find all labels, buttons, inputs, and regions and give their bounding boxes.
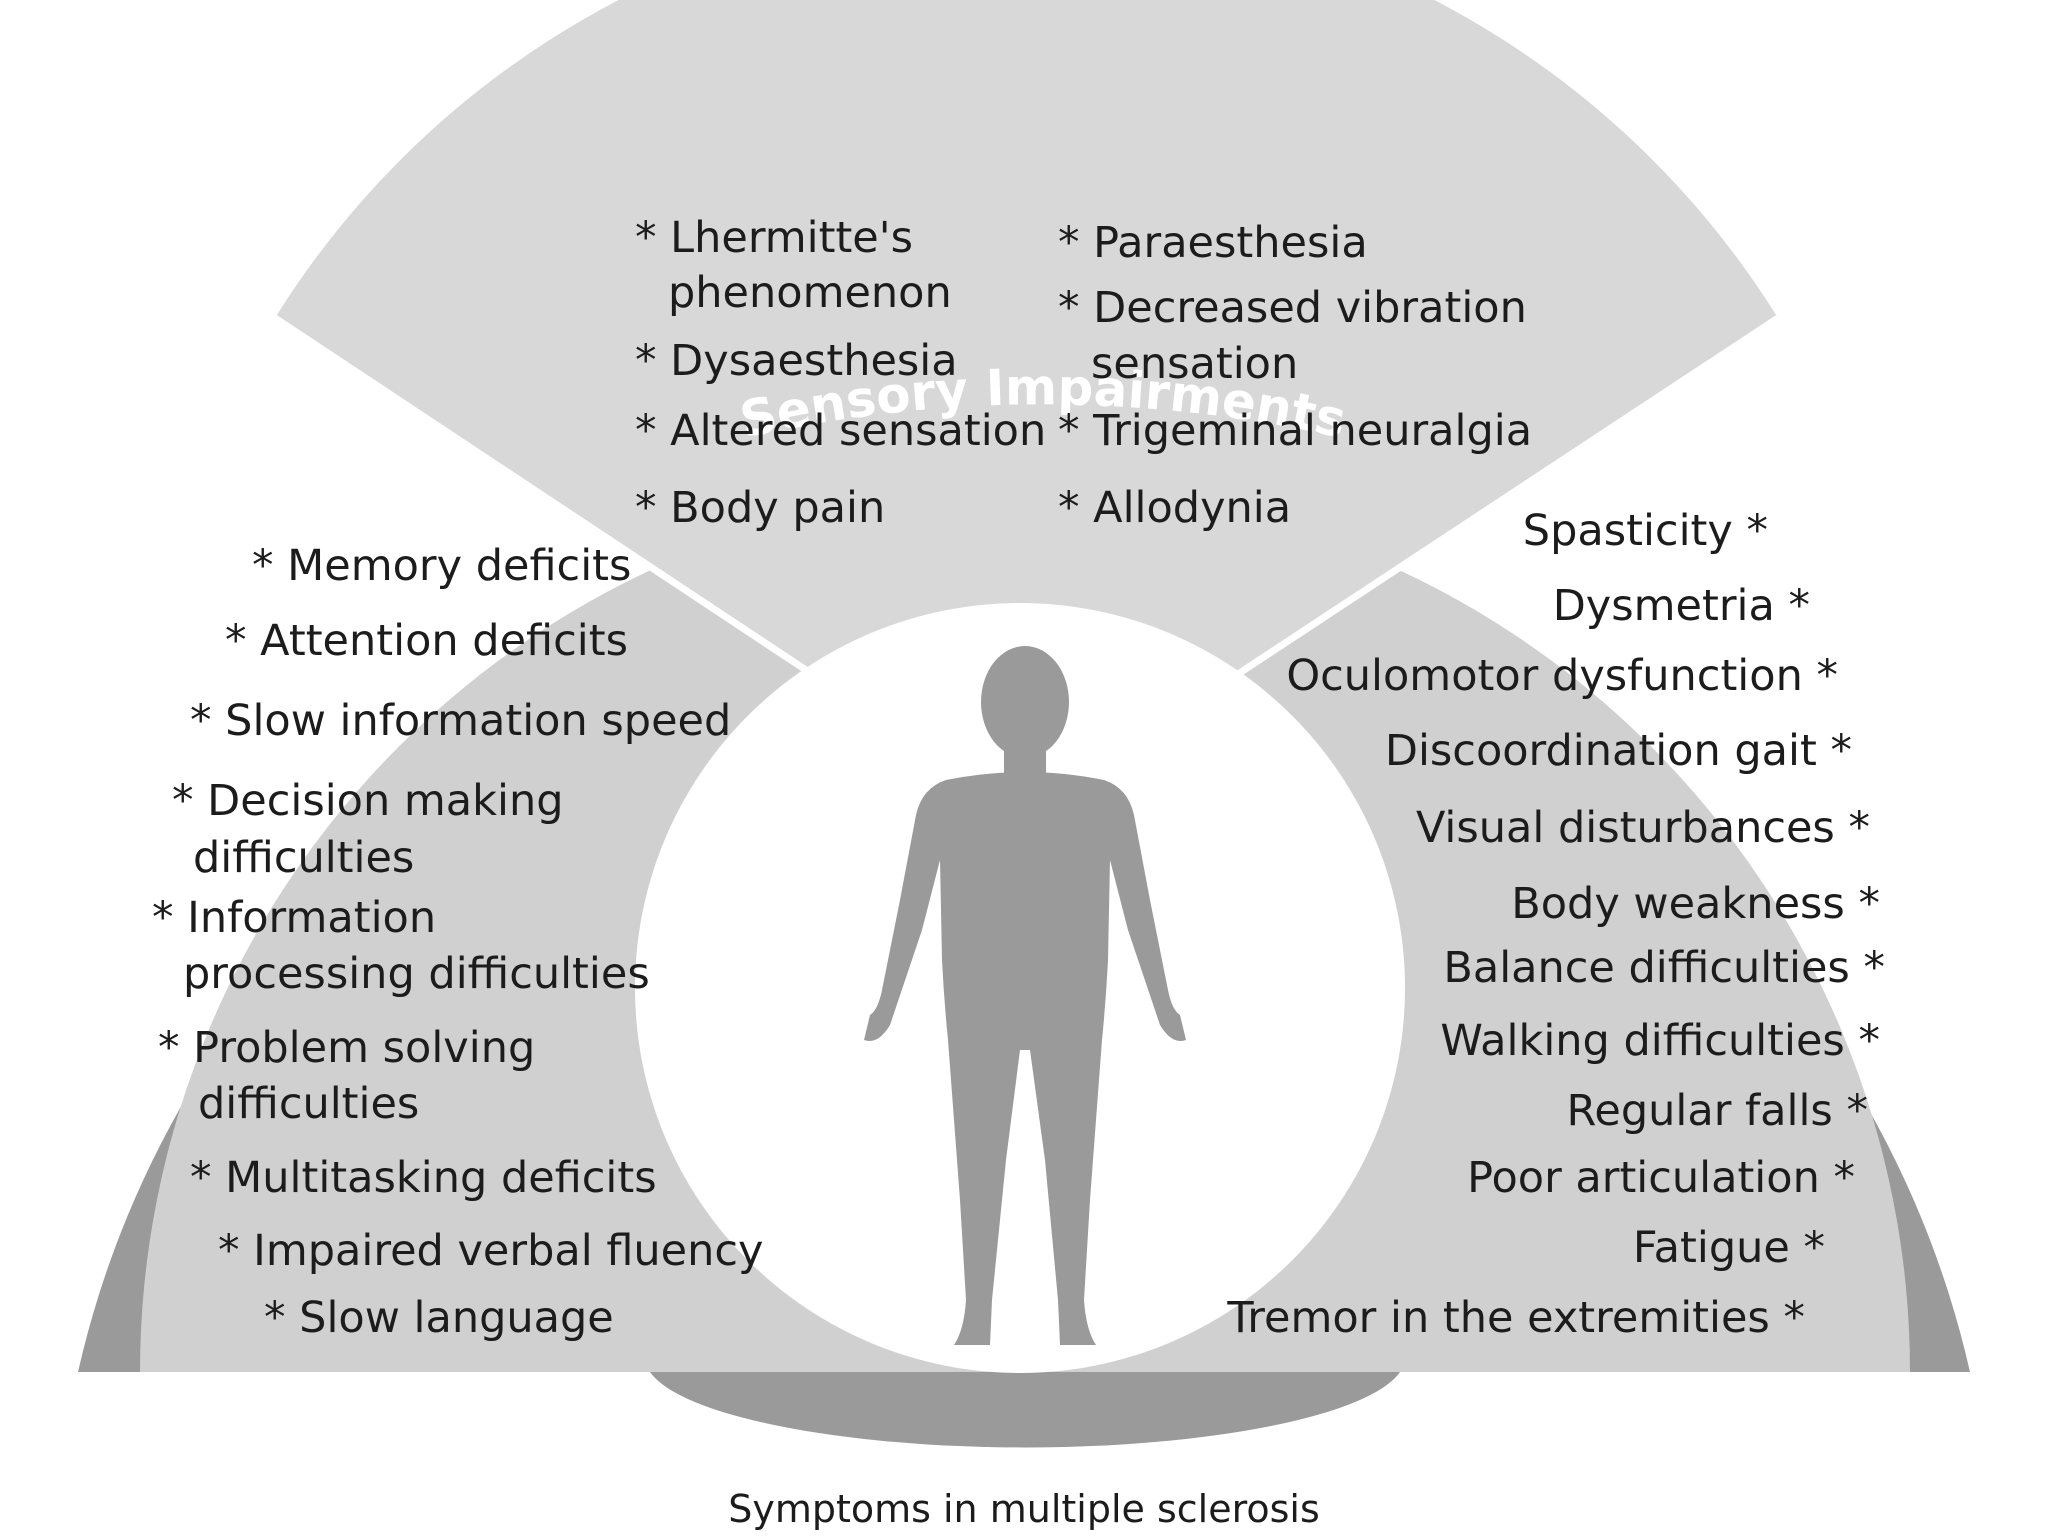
cognitive-item: difficulties [193, 833, 414, 883]
sensory-item: phenomenon [668, 268, 952, 318]
sensory-item: * Body pain [635, 483, 885, 533]
sensory-item: * Lhermitte's [635, 213, 913, 263]
sensory-item: * Dysaesthesia [635, 336, 958, 386]
motor-item: Poor articulation * [1467, 1153, 1855, 1203]
cognitive-item: * Slow information speed [190, 696, 731, 746]
motor-item: Balance difficulties * [1443, 943, 1885, 993]
sensory-item: * Decreased vibration [1058, 283, 1527, 333]
motor-item: Fatigue * [1633, 1223, 1825, 1273]
bottom-mask [0, 1372, 650, 1412]
divider-left [273, 315, 820, 681]
cognitive-item: * Multitasking deficits [190, 1153, 657, 1203]
cognitive-item: * Information [152, 893, 436, 943]
motor-item: Walking difficulties * [1440, 1016, 1880, 1066]
motor-item: Body weakness * [1511, 879, 1880, 929]
sensory-right-list: * Paraesthesia * Decreased vibration sen… [1058, 218, 1532, 533]
figure-caption: Symptoms in multiple sclerosis [728, 1487, 1320, 1531]
cognitive-item: * Memory deficits [252, 541, 631, 591]
motor-item: Spasticity * [1523, 506, 1768, 556]
sensory-item: sensation [1091, 339, 1298, 389]
sensory-left-list: * Lhermitte's phenomenon * Dysaesthesia … [635, 213, 1046, 533]
sensory-item: * Altered sensation [635, 406, 1046, 456]
sensory-item: * Allodynia [1058, 483, 1291, 533]
motor-item: Visual disturbances * [1416, 803, 1870, 853]
motor-list: Spasticity * Dysmetria * Oculomotor dysf… [1226, 506, 1885, 1343]
bottom-band [650, 1372, 1400, 1448]
cognitive-item: * Slow language [264, 1293, 614, 1343]
cognitive-item: * Problem solving [158, 1023, 535, 1073]
cognitive-item: processing difficulties [183, 949, 650, 999]
cognitive-item: difficulties [198, 1079, 419, 1129]
motor-item: Discoordination gait * [1385, 726, 1852, 776]
divider-right [1230, 315, 1780, 681]
motor-item: Dysmetria * [1553, 581, 1810, 631]
motor-item: Tremor in the extremities * [1226, 1293, 1805, 1343]
cognitive-item: * Impaired verbal fluency [218, 1226, 763, 1276]
sensory-section [275, 0, 1778, 678]
cognitive-item: * Attention deficits [225, 616, 628, 666]
sensory-item: * Paraesthesia [1058, 218, 1368, 268]
motor-item: Regular falls * [1566, 1086, 1868, 1136]
sensory-item: * Trigeminal neuralgia [1058, 406, 1532, 456]
cognitive-item: * Decision making [172, 776, 564, 826]
motor-item: Oculomotor dysfunction * [1286, 651, 1838, 701]
bottom-mask-right [1400, 1372, 2048, 1412]
cognitive-list: * Memory deficits * Attention deficits *… [152, 541, 763, 1343]
human-body-silhouette-icon [864, 646, 1186, 1345]
